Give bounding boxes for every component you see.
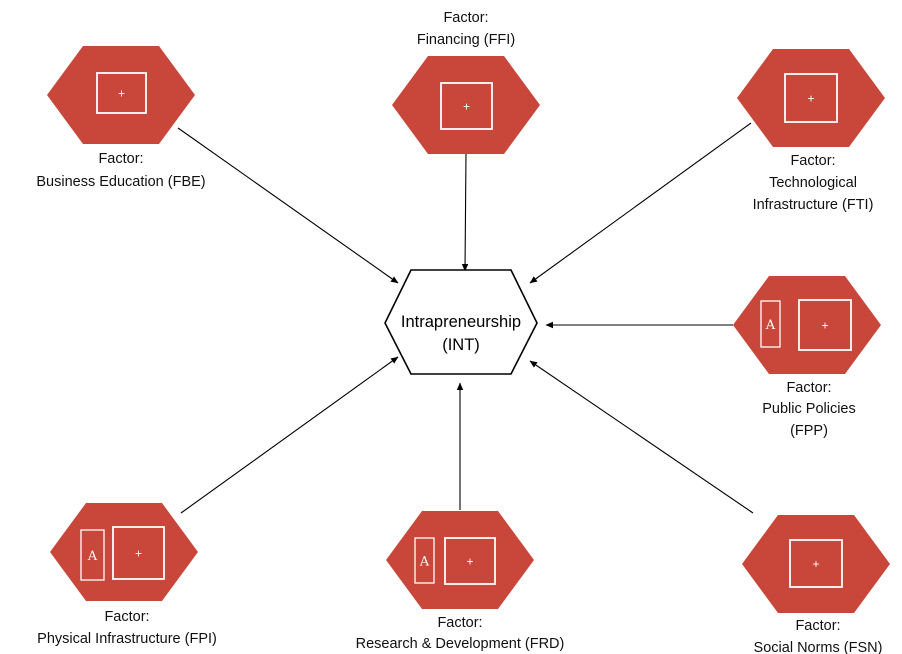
- attribute-glyph: A: [765, 318, 776, 333]
- expand-box[interactable]: [789, 539, 843, 588]
- edge-ffi-to-int: [461, 151, 469, 272]
- factor-label-line: Business Education (FBE): [36, 174, 205, 190]
- center-label-line-2: (INT): [442, 336, 480, 354]
- expand-plus-icon: +: [821, 319, 828, 333]
- factor-label-line: (FPP): [790, 423, 828, 439]
- factor-node-ffi[interactable]: + Factor: Financing (FFI): [392, 10, 540, 154]
- edge-fbe-to-int: [177, 127, 399, 284]
- factor-hexagon: [50, 503, 198, 601]
- factor-label-line: Factor:: [786, 380, 831, 396]
- expand-box[interactable]: [440, 82, 493, 130]
- factor-node-fpi[interactable]: A + Factor: Physical Infrastructure (FPI): [37, 503, 217, 647]
- expand-plus-icon: +: [812, 557, 819, 571]
- factor-label-line: Research & Development (FRD): [356, 636, 565, 652]
- factor-label-line: Factor:: [795, 618, 840, 634]
- factor-hexagon: [742, 515, 890, 613]
- factor-node-frd[interactable]: A + Factor: Research & Development (FRD): [356, 511, 565, 652]
- factor-label-line: Infrastructure (FTI): [753, 197, 874, 213]
- expand-box[interactable]: [798, 299, 852, 351]
- attribute-box: [414, 537, 435, 584]
- expand-plus-icon: +: [466, 555, 473, 569]
- factor-label-line: Factor:: [98, 151, 143, 167]
- factor-label-line: Factor:: [790, 153, 835, 169]
- expand-box[interactable]: [112, 526, 165, 580]
- factor-hexagon: [47, 46, 195, 144]
- factor-node-fbe[interactable]: + Factor: Business Education (FBE): [36, 46, 206, 190]
- factor-label-line: Physical Infrastructure (FPI): [37, 631, 217, 647]
- factor-label-line: Public Policies: [762, 401, 856, 417]
- factor-label-line: Social Norms (FSN): [754, 640, 883, 654]
- expand-box[interactable]: [96, 72, 147, 114]
- factor-hexagon: [392, 56, 540, 154]
- expand-box[interactable]: [784, 73, 838, 123]
- factor-label-line: Technological: [769, 175, 857, 191]
- expand-plus-icon: +: [807, 92, 814, 106]
- edge-fpi-to-int: [180, 356, 399, 514]
- attribute-box: [760, 300, 781, 348]
- factor-label-line: Factor:: [443, 10, 488, 26]
- center-node-int[interactable]: Intrapreneurship (INT): [384, 269, 538, 375]
- factor-node-fsn[interactable]: + Factor: Social Norms (FSN): [742, 515, 890, 654]
- factor-label-line: Factor:: [104, 609, 149, 625]
- factor-hexagon: [733, 276, 881, 374]
- expand-box[interactable]: [444, 537, 496, 585]
- attribute-glyph: A: [87, 549, 98, 564]
- expand-plus-icon: +: [463, 100, 470, 114]
- edge-fsn-to-int: [529, 360, 754, 514]
- edges: [177, 122, 754, 514]
- expand-plus-icon: +: [135, 547, 142, 561]
- factor-node-fpp[interactable]: A + Factor: Public Policies (FPP): [733, 276, 881, 439]
- factor-label-line: Financing (FFI): [417, 32, 515, 48]
- center-hexagon: [384, 269, 538, 375]
- factor-label-line: Factor:: [437, 615, 482, 631]
- edge-fti-to-int: [529, 122, 752, 284]
- factor-nodes: + Factor: Business Education (FBE) + Factor:…: [36, 10, 890, 654]
- factor-hexagon: [737, 49, 885, 147]
- factor-hexagon: [386, 511, 534, 609]
- attribute-glyph: A: [419, 555, 430, 570]
- expand-plus-icon: +: [118, 87, 125, 101]
- attribute-box: [80, 529, 105, 581]
- center-label-line-1: Intrapreneurship: [401, 313, 521, 331]
